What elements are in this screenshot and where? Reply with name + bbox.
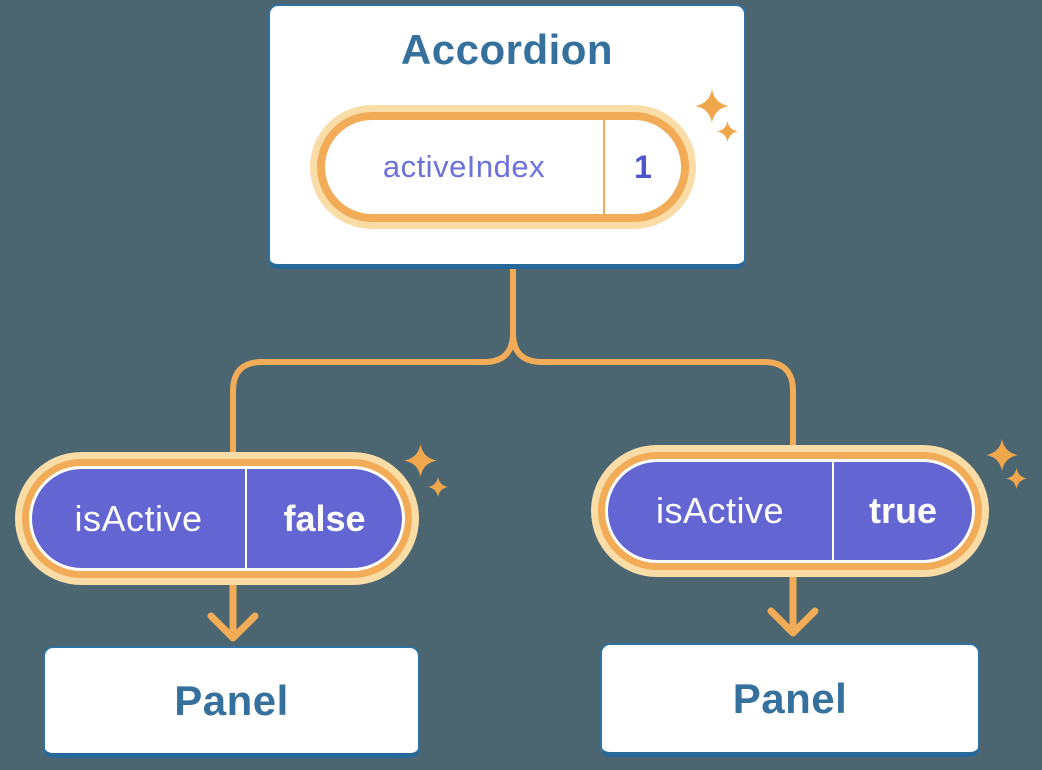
- prop-value: false: [283, 497, 366, 539]
- sparkle-icon: [404, 444, 437, 477]
- right-panel-card: Panel: [600, 643, 980, 757]
- left-panel-card: Panel: [43, 646, 420, 758]
- prop-pill-isactive-true: isActive true: [605, 459, 975, 563]
- prop-label: isActive: [74, 497, 203, 539]
- accordion-component-card: Accordion activeIndex 1: [268, 4, 746, 269]
- state-value: 1: [634, 148, 652, 185]
- state-pill-activeindex: activeIndex 1: [317, 112, 689, 222]
- prop-label: isActive: [655, 490, 785, 531]
- sparkle-icon: [1006, 468, 1027, 489]
- connector-to-right-child: [510, 262, 796, 455]
- sparkle-icon: [695, 89, 729, 123]
- prop-pill-isactive-false: isActive false: [29, 466, 405, 571]
- sparkle-icon: [428, 477, 448, 497]
- arrow-to-left-panel: [207, 576, 259, 642]
- accordion-title: Accordion: [400, 26, 614, 73]
- arrow-to-right-panel: [767, 570, 819, 637]
- pill-divider: [832, 462, 834, 560]
- pill-divider: [603, 120, 605, 214]
- prop-value: true: [868, 490, 937, 531]
- connector-to-left-child: [230, 262, 516, 461]
- sparkle-icon: [986, 439, 1018, 471]
- sparkle-icon: [717, 121, 738, 142]
- panel-title: Panel: [174, 676, 289, 724]
- state-label: activeIndex: [382, 149, 546, 184]
- panel-title: Panel: [732, 674, 848, 722]
- pill-divider: [245, 469, 247, 568]
